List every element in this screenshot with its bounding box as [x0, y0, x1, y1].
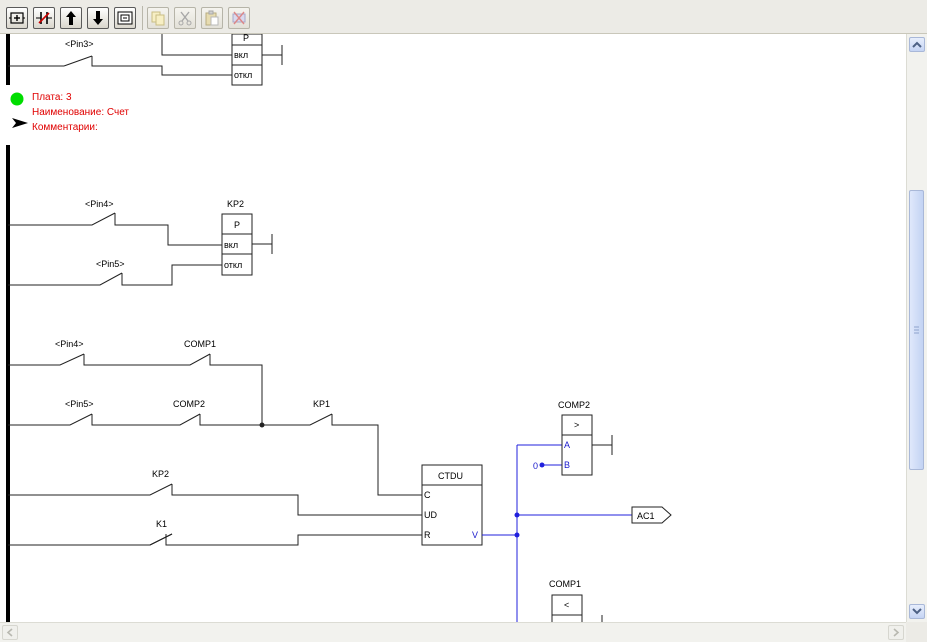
- status-indicator-icon: [10, 92, 24, 106]
- scroll-left-button[interactable]: [2, 625, 18, 640]
- ctdu-input-ud: UD: [424, 510, 437, 520]
- output-tag[interactable]: [631, 506, 672, 524]
- ctdu-output-v: V: [472, 530, 478, 540]
- diagram-canvas[interactable]: <Pin3> P вкл откл Плата: 3 Наименование:…: [0, 34, 906, 622]
- rung-2: [8, 353, 483, 546]
- contact-toggle-icon: [36, 12, 52, 24]
- board-comments: Комментарии:: [32, 122, 98, 133]
- contact-label: <Pin5>: [65, 399, 94, 409]
- toolbar: [0, 0, 927, 34]
- scroll-thumb[interactable]: [909, 190, 924, 470]
- toolbar-separator: [142, 6, 143, 30]
- comp1-label: COMP1: [549, 579, 581, 589]
- board-name: Наименование: Счет: [32, 107, 129, 118]
- block-input-label: вкл: [224, 240, 238, 250]
- ctdu-title: CTDU: [438, 471, 463, 481]
- comp2-operator: >: [574, 420, 579, 430]
- ctdu-input-r: R: [424, 530, 431, 540]
- vertical-scrollbar[interactable]: [906, 34, 927, 622]
- ladder-diagram: <Pin3> P вкл откл Плата: 3 Наименование:…: [6, 34, 672, 622]
- scroll-right-button[interactable]: [888, 625, 904, 640]
- scroll-down-button[interactable]: [909, 604, 925, 619]
- junction-dot: [514, 532, 520, 538]
- contact-label: KP2: [152, 469, 169, 479]
- cut-button[interactable]: [174, 7, 196, 29]
- comp2-label: COMP2: [558, 400, 590, 410]
- rung-0: [8, 34, 283, 86]
- comp1-operator: <: [564, 600, 569, 610]
- contact-label: <Pin4>: [85, 199, 114, 209]
- copy-button[interactable]: [147, 7, 169, 29]
- chevron-left-icon: [6, 628, 13, 637]
- comp2-input-b: B: [564, 460, 570, 470]
- add-element-icon: [9, 12, 25, 24]
- delete-button[interactable]: [228, 7, 250, 29]
- scrollbar-corner: [906, 622, 927, 642]
- delete-icon: [232, 11, 246, 25]
- block-input-label: вкл: [234, 50, 248, 60]
- contact-label: KP1: [313, 399, 330, 409]
- contact-label: <Pin4>: [55, 339, 84, 349]
- block-input-label: откл: [224, 260, 242, 270]
- block-input-label: откл: [234, 70, 252, 80]
- comp1-block: [551, 594, 603, 622]
- arrow-down-icon: [93, 11, 103, 25]
- scroll-up-button[interactable]: [909, 37, 925, 52]
- arrow-up-icon: [66, 11, 76, 25]
- rung-1: [8, 212, 273, 286]
- block-title: P: [243, 34, 249, 43]
- paste-button[interactable]: [201, 7, 223, 29]
- contact-label: <Pin3>: [65, 39, 94, 49]
- junction-dot: [539, 462, 545, 468]
- chevron-down-icon: [912, 608, 922, 615]
- contact-label: <Pin5>: [96, 259, 125, 269]
- toggle-contact-button[interactable]: [33, 7, 55, 29]
- contact-label: K1: [156, 519, 167, 529]
- contact-label: COMP1: [184, 339, 216, 349]
- block-title: P: [234, 220, 240, 230]
- comp2-block: [561, 414, 613, 476]
- chevron-right-icon: [893, 628, 900, 637]
- scissors-icon: [178, 11, 192, 26]
- comp2-input-a: A: [564, 440, 570, 450]
- contact-label: COMP2: [173, 399, 205, 409]
- properties-icon: [117, 11, 133, 25]
- constant-value: 0: [533, 461, 538, 471]
- copy-icon: [151, 11, 165, 26]
- properties-button[interactable]: [114, 7, 136, 29]
- board-number: Плата: 3: [32, 92, 72, 103]
- move-up-button[interactable]: [60, 7, 82, 29]
- chevron-up-icon: [912, 41, 922, 48]
- output-tag-label: AC1: [637, 511, 655, 521]
- junction-dot: [514, 512, 520, 518]
- add-element-button[interactable]: [6, 7, 28, 29]
- junction-dot: [259, 422, 265, 428]
- arrow-pointer-icon: [12, 118, 28, 128]
- ctdu-input-c: C: [424, 490, 431, 500]
- horizontal-scrollbar[interactable]: [0, 622, 906, 642]
- paste-icon: [205, 10, 219, 26]
- grip-icon: [914, 326, 919, 334]
- block-label: KP2: [227, 199, 244, 209]
- move-down-button[interactable]: [87, 7, 109, 29]
